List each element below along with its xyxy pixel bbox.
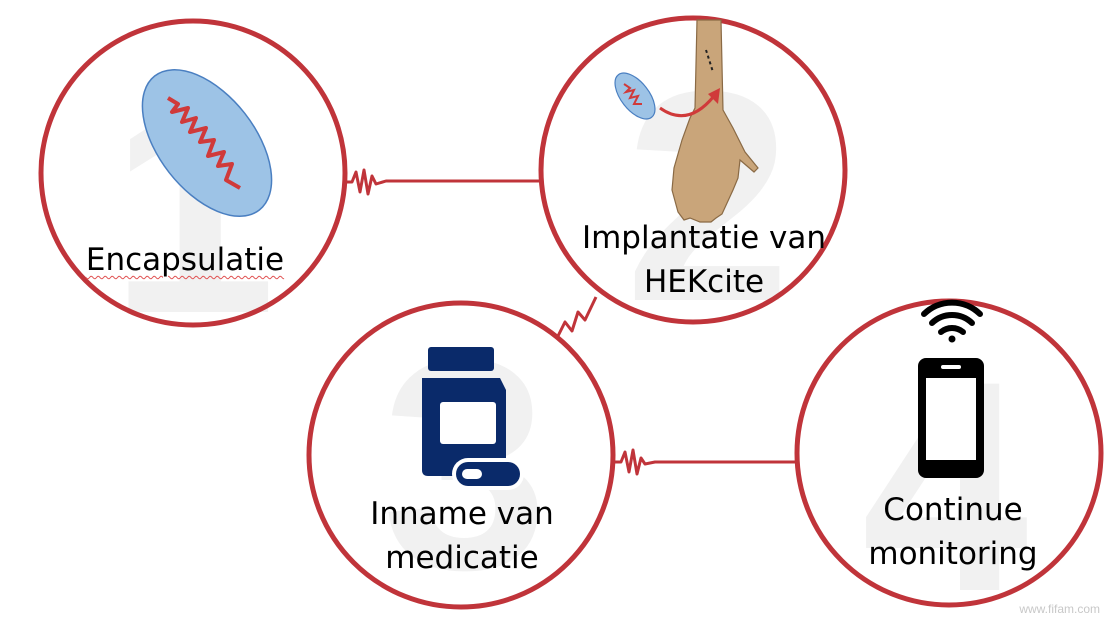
- step-label-2-line-2: HEKcite: [643, 264, 765, 300]
- step-label-1-line-1: Encapsulatie: [85, 242, 285, 278]
- step-circle-3: [306, 300, 616, 610]
- step-label-4-line-1: Continue: [883, 492, 1023, 528]
- wifi-icon: [921, 299, 983, 343]
- step-label-3: Inname van medicatie: [352, 492, 572, 580]
- pill-bottle-icon: [422, 347, 524, 490]
- step-label-2-line-1: Implantatie van: [581, 220, 827, 256]
- connector-2-3: [555, 296, 598, 339]
- step-circle-2: [538, 15, 848, 325]
- step-label-4-line-2: monitoring: [868, 536, 1038, 572]
- step-circle-1: [38, 18, 348, 328]
- step-label-1: Encapsulatie: [70, 238, 300, 282]
- connector-1-2: [343, 168, 540, 196]
- step-label-4: Continue monitoring: [838, 488, 1068, 576]
- smartphone-icon: [918, 358, 984, 478]
- hand-implant-icon: [614, 19, 759, 223]
- step-label-3-line-1: Inname van: [370, 496, 554, 532]
- connector-3-4: [612, 448, 798, 476]
- capsule-icon: [141, 69, 273, 217]
- step-label-3-line-2: medicatie: [385, 540, 539, 576]
- step-label-2: Implantatie van HEKcite: [564, 216, 844, 304]
- watermark: www.fifam.com: [1019, 602, 1100, 616]
